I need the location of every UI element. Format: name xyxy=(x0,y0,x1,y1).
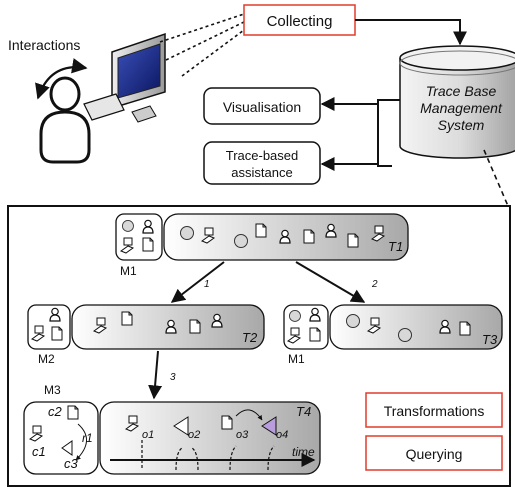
assistance-label-line1: Trace-based xyxy=(226,148,299,163)
model-m1-right-label: M1 xyxy=(288,352,305,366)
rule-c1-label: c1 xyxy=(32,444,46,459)
time-label: time xyxy=(292,445,315,459)
collecting-dotted-lines xyxy=(159,13,245,77)
arrow-2-label: 2 xyxy=(371,279,378,290)
interaction-arrow xyxy=(35,58,88,100)
model-m1-top: M1 xyxy=(115,213,163,278)
transformation-arrow-3 xyxy=(148,350,163,400)
rule-c3-label: c3 xyxy=(64,456,79,471)
rule-r1-label: r1 xyxy=(82,431,93,445)
model-m1-top-label: M1 xyxy=(120,264,137,278)
model-m1-right: M1 xyxy=(283,304,329,366)
transformations-label: Transformations xyxy=(384,403,485,419)
obs-o2-label: o2 xyxy=(188,429,200,441)
arrow-1-label: 1 xyxy=(204,279,210,290)
tbms-label-line3: System xyxy=(438,117,485,133)
rule-c2-label: c2 xyxy=(48,404,63,419)
querying-label: Querying xyxy=(406,446,463,462)
querying-box: Querying xyxy=(365,435,503,471)
model-m2: M2 xyxy=(27,304,71,366)
model-m3-label: M3 xyxy=(44,383,61,397)
tbms-connector xyxy=(377,99,400,167)
transformations-box: Transformations xyxy=(365,392,503,428)
interactions-label: Interactions xyxy=(8,37,80,53)
zoom-dashed-line xyxy=(483,149,509,207)
obs-o4-label: o4 xyxy=(276,429,288,441)
arrow-3-label: 3 xyxy=(170,372,176,383)
assistance-box: Trace-based assistance xyxy=(203,141,321,185)
trace-t3: T3 xyxy=(329,304,503,350)
trace-t4: T4 time o1 o2 o3 o4 xyxy=(99,401,321,475)
computer-icon xyxy=(83,32,166,123)
transformation-arrow-2 xyxy=(295,261,366,303)
trace-t1-label: T1 xyxy=(388,239,403,254)
user-icon xyxy=(39,76,91,164)
obs-o1-label: o1 xyxy=(142,429,154,441)
tbms-database: Trace Base Management System xyxy=(399,45,515,159)
trace-t3-label: T3 xyxy=(482,332,498,347)
trace-t1: T1 xyxy=(163,213,409,261)
visualisation-box: Visualisation xyxy=(203,87,321,125)
model-m3: c2 c1 r1 c3 xyxy=(23,401,99,475)
obs-o3-label: o3 xyxy=(236,429,249,441)
collecting-to-tbms-arrow xyxy=(355,19,467,46)
collecting-label: Collecting xyxy=(267,13,333,30)
assistance-label-line2: assistance xyxy=(231,165,292,180)
tbms-label-line2: Management xyxy=(420,100,503,116)
trace-t2: T2 xyxy=(71,304,265,350)
visualisation-label: Visualisation xyxy=(223,99,301,115)
model-m2-label: M2 xyxy=(38,352,55,366)
collecting-box: Collecting xyxy=(243,4,356,36)
tbms-label-line1: Trace Base xyxy=(426,83,497,99)
transformation-arrow-1 xyxy=(170,261,225,303)
trace-t2-label: T2 xyxy=(242,330,258,345)
trace-t4-label: T4 xyxy=(296,404,311,419)
